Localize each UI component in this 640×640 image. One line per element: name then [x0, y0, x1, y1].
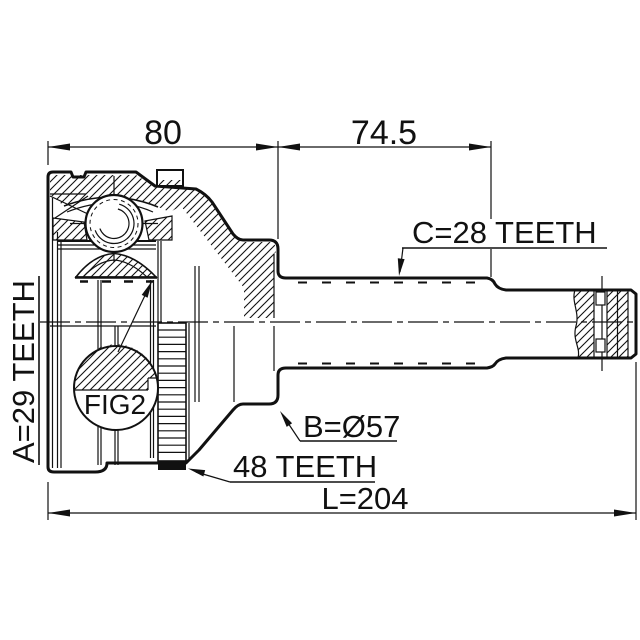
- part-outline: [46, 170, 638, 474]
- dimension-74-5: 74.5: [278, 114, 492, 277]
- abs-tone-ring: [157, 322, 190, 470]
- shaft-spline-marks: [298, 281, 486, 365]
- label-b-diameter-57: B=Ø57: [280, 409, 400, 444]
- vent-boss: [156, 169, 184, 187]
- dim-80-text: 80: [144, 114, 182, 152]
- dimension-l-204: L=204: [47, 362, 637, 520]
- snap-ring-groove-top: [595, 291, 606, 306]
- fig2-callout: FIG2: [73, 281, 159, 431]
- fig2-hatch-segment: [73, 344, 157, 390]
- ball-pitch-circle: [89, 199, 139, 248]
- label-48-teeth: 48 TEETH: [188, 449, 377, 484]
- label-c-28-teeth: C=28 TEETH: [397, 215, 607, 276]
- c-28-teeth-text: C=28 TEETH: [412, 215, 597, 250]
- stub-end: [573, 289, 629, 359]
- dimension-80: 80: [47, 114, 279, 239]
- dim-l-204-text: L=204: [321, 481, 408, 516]
- dim-74-5-text: 74.5: [351, 114, 417, 152]
- fig2-label: FIG2: [84, 389, 146, 420]
- inner-race-left-wedge-hatch: [52, 217, 88, 241]
- inner-race-right-wedge-hatch: [144, 215, 173, 241]
- 48-teeth-text: 48 TEETH: [233, 449, 377, 484]
- a-29-teeth-text: A=29 TEETH: [6, 280, 41, 463]
- b-diameter-text: B=Ø57: [303, 409, 400, 444]
- bell-wall-hatch: [50, 175, 276, 318]
- inner-race-dome-hatch: [74, 252, 158, 278]
- tone-ring-bottom-cap: [158, 461, 186, 470]
- fig2-arrowhead: [141, 281, 152, 298]
- break-line: [573, 289, 580, 359]
- label-a-29-teeth: A=29 TEETH: [6, 276, 41, 465]
- fig2-circle: [73, 345, 159, 431]
- bell-section-hatching: [50, 175, 276, 318]
- bell-internals: [49, 193, 159, 283]
- tone-ring-border: [157, 322, 187, 462]
- snap-ring-groove-bottom: [595, 338, 606, 353]
- dome-inner-arc: [82, 259, 148, 278]
